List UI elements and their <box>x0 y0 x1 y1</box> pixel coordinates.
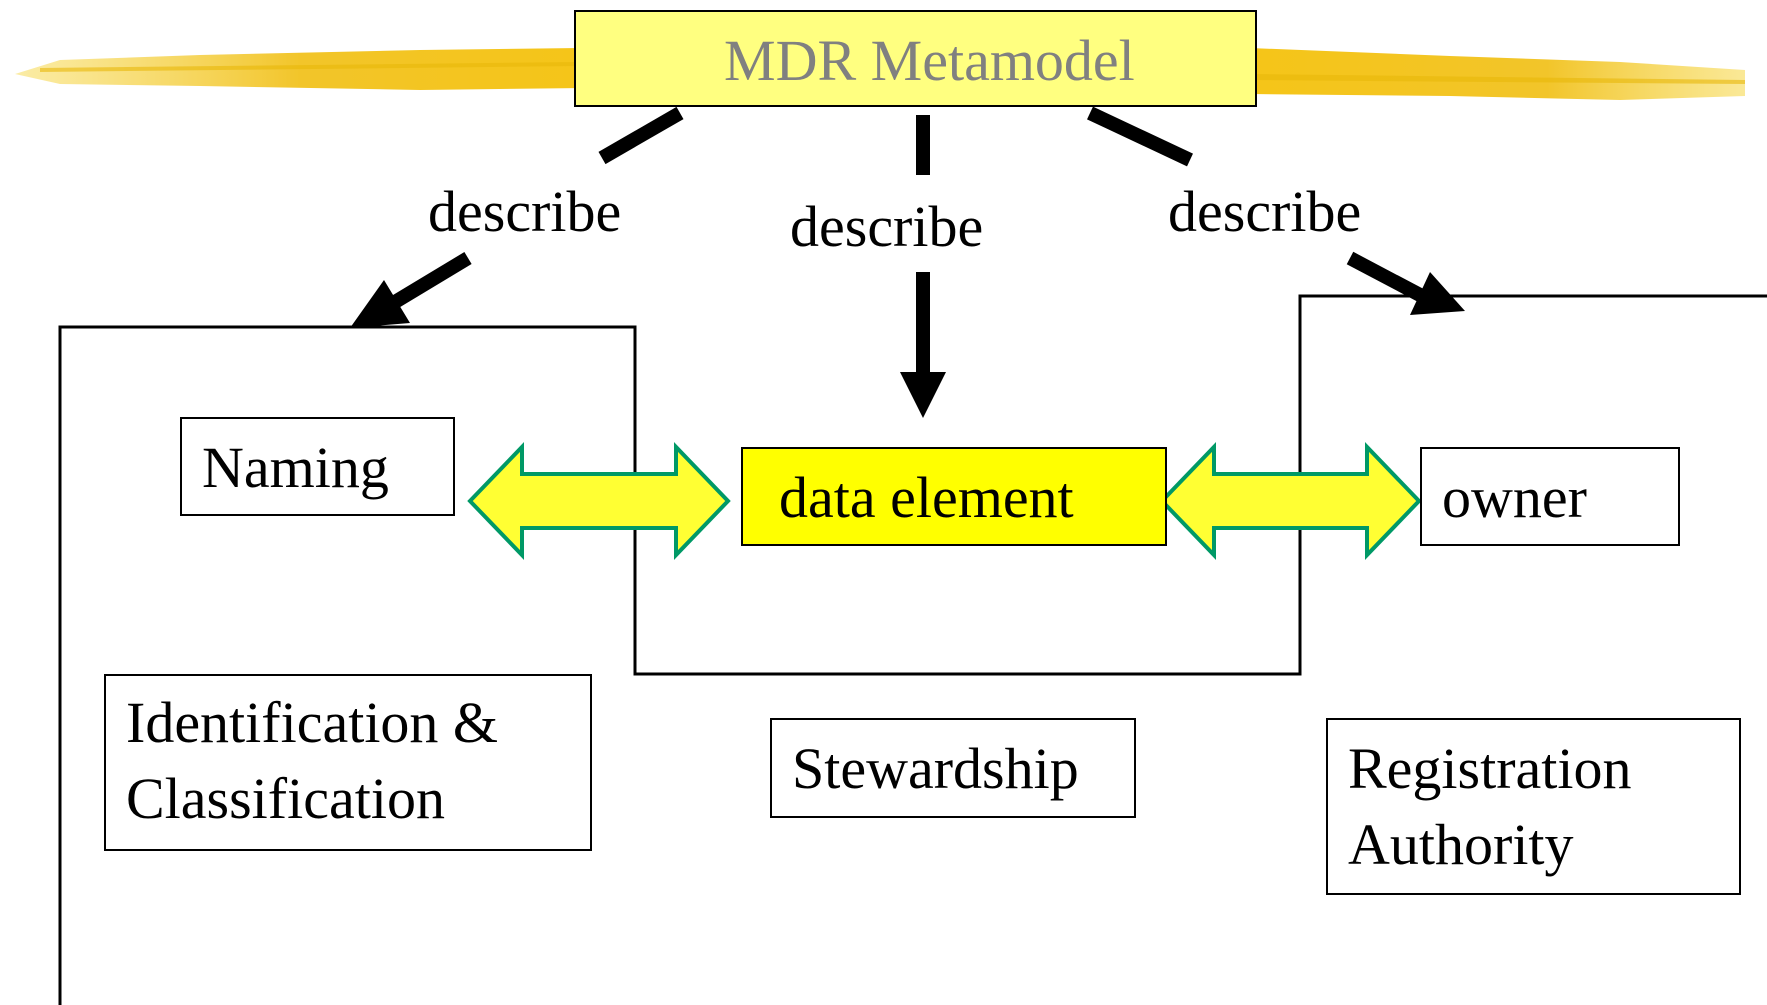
identification-label-line2: Classification <box>126 766 445 831</box>
stewardship-box: Stewardship <box>770 718 1136 818</box>
identification-classification-box: Identification & Classification <box>104 674 592 851</box>
describe-arrows <box>350 106 1465 418</box>
grouping-outlines <box>58 294 1767 1005</box>
naming-box: Naming <box>180 417 455 516</box>
data-element-label: data element <box>779 465 1074 530</box>
owner-label: owner <box>1442 465 1587 530</box>
mdr-metamodel-title: MDR Metamodel <box>724 28 1135 93</box>
double-arrow-left <box>467 442 731 560</box>
brush-stroke-decoration <box>15 48 1745 100</box>
registration-authority-box: Registration Authority <box>1326 718 1741 895</box>
describe-label-center: describe <box>790 194 984 259</box>
data-element-box: data element <box>741 447 1167 546</box>
stewardship-label: Stewardship <box>792 736 1079 801</box>
describe-label-left: describe <box>428 179 622 244</box>
owner-box: owner <box>1420 447 1680 546</box>
naming-label: Naming <box>202 435 389 500</box>
describe-label-right: describe <box>1168 179 1362 244</box>
registration-label-line2: Authority <box>1348 812 1574 877</box>
registration-label-line1: Registration <box>1348 736 1632 801</box>
double-arrow-right <box>1159 442 1422 560</box>
mdr-metamodel-box: MDR Metamodel <box>574 10 1257 107</box>
left-group-outline <box>58 294 1767 1005</box>
identification-label-line1: Identification & <box>126 690 499 755</box>
